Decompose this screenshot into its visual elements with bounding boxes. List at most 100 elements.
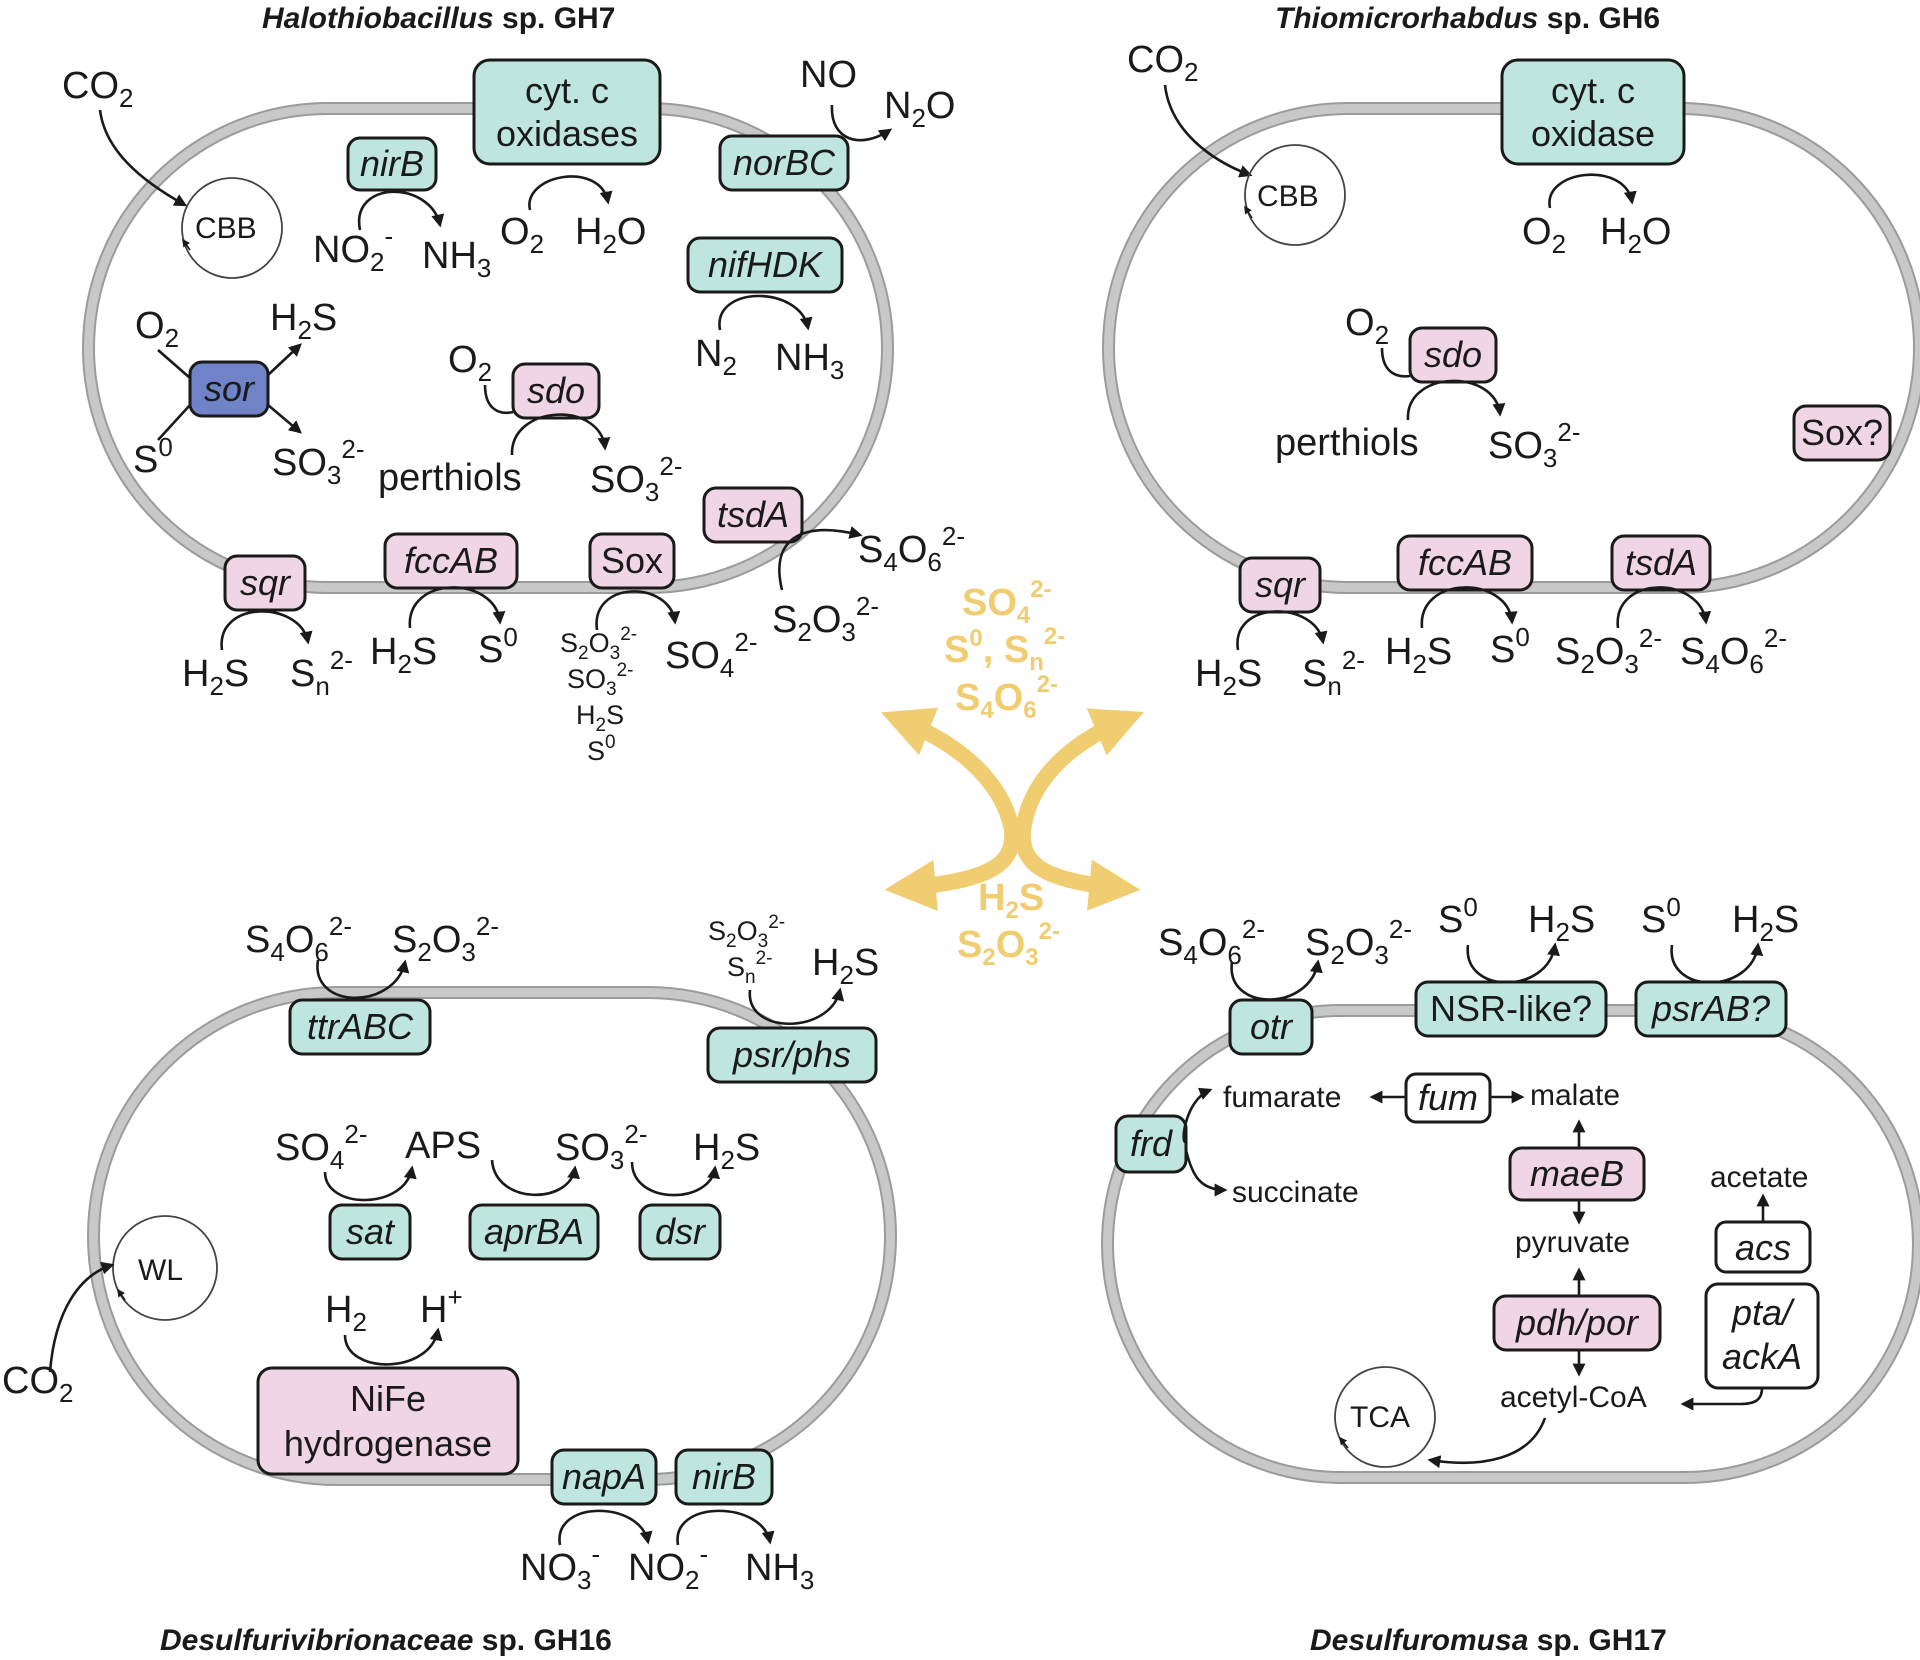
gh6-fccAB-box <box>1396 534 1534 592</box>
gh16-aps: APS <box>405 1125 481 1167</box>
gh7-nirB-label: nirB <box>360 143 424 184</box>
gh16-sat-box <box>328 1203 412 1261</box>
gh16-psrphs-label: psr/phs <box>732 1034 851 1075</box>
gh6-tsda-s2o3: S2O32- <box>1555 623 1662 679</box>
gh7-tsdA-label: tsdA <box>717 494 789 535</box>
panel-gh7: CO2 CBB cyt. c oxidases O2 H2O nirB NO2-… <box>62 54 965 766</box>
cell-gh6 <box>1102 102 1920 594</box>
gh16-napA-box <box>550 1448 658 1506</box>
gh17-pdhpor-box <box>1492 1294 1662 1352</box>
gh17-acs-label: acs <box>1735 1227 1791 1268</box>
center-s0-sn: S0, Sn2- <box>944 623 1065 676</box>
gh6-co2: CO2 <box>1127 39 1198 87</box>
gh16-psrphs-box <box>706 1026 878 1084</box>
gh16-nh3: NH3 <box>745 1547 814 1595</box>
gh7-cyt-line1: cyt. c <box>525 70 609 111</box>
gh7-tsda-s2o3: S2O32- <box>772 591 879 647</box>
gh7-tsdA-box <box>702 486 804 544</box>
gh7-no2: NO2- <box>313 221 393 277</box>
gh6-cyt-line2: oxidase <box>1531 113 1655 154</box>
gh16-so3: SO32- <box>555 1119 648 1175</box>
gh16-so4: SO42- <box>275 1119 368 1175</box>
gh7-sox-label: Sox <box>601 540 663 581</box>
gh16-aprBA-label: aprBA <box>484 1211 584 1252</box>
gh17-tca-label: TCA <box>1350 1401 1410 1434</box>
gh6-fccAB-label: fccAB <box>1418 542 1512 583</box>
gh17-fum-box <box>1404 1072 1492 1124</box>
gh7-cyt-c-oxidases-box <box>472 58 662 166</box>
gh7-n2o: N2O <box>884 85 955 133</box>
gh6-cbb-label: CBB <box>1257 180 1319 213</box>
gh16-h2: H2 <box>325 1289 367 1337</box>
gh7-cyt-line2: oxidases <box>496 113 638 154</box>
gh17-malate: malate <box>1530 1079 1620 1112</box>
gh7-sox-so4: SO42- <box>665 627 758 683</box>
gh6-perthiols: perthiols <box>1275 422 1419 464</box>
gh7-o2: O2 <box>500 211 544 259</box>
gh16-dsr-box <box>638 1203 722 1261</box>
panel-gh16: S4O62- S2O32- ttrABC S2O32- Sn2- H2S psr… <box>2 911 879 1595</box>
gh16-ttr-s4o6: S4O62- <box>245 911 352 967</box>
center-exchange: SO42- S0, Sn2- S4O62- H2S S2O32- <box>880 576 1144 971</box>
gh17-frd-box <box>1114 1114 1188 1174</box>
gh6-cyt-line1: cyt. c <box>1551 70 1635 111</box>
gh16-hplus: H+ <box>420 1282 463 1331</box>
gh16-nirB-label: nirB <box>692 1456 756 1497</box>
gh16-nirB-box <box>674 1448 774 1506</box>
gh7-sor-so3: SO32- <box>272 434 365 490</box>
gh7-sor-h2s: H2S <box>270 297 337 345</box>
gh6-sox-box <box>1792 404 1892 462</box>
gh6-h2o: H2O <box>1600 211 1671 259</box>
gh16-psr-h2s: H2S <box>812 942 879 990</box>
gh16-co2: CO2 <box>2 1360 73 1408</box>
gh7-cbb-cycle-icon <box>181 177 283 279</box>
gh17-maeB-box <box>1508 1146 1646 1202</box>
gh17-fum-label: fum <box>1418 1077 1478 1118</box>
gh7-cbb-label: CBB <box>195 212 257 245</box>
gh7-sdo-so3: SO32- <box>590 451 683 507</box>
title-gh16: Desulfurivibrionaceae sp. GH16 <box>160 1624 612 1657</box>
gh7-fccAB-label: fccAB <box>404 540 498 581</box>
gh6-sqr-sn: Sn2- <box>1302 645 1365 701</box>
gh17-acetylcoa: acetyl-CoA <box>1500 1381 1647 1414</box>
gh7-nirB-box <box>346 136 438 192</box>
gh17-succinate: succinate <box>1232 1176 1359 1209</box>
gh7-sor-box <box>188 360 270 418</box>
gh16-wl-label: WL <box>138 1254 183 1287</box>
gh7-sdo-label: sdo <box>527 370 585 411</box>
gh6-cyt-c-oxidase-box <box>1500 58 1686 166</box>
gh7-no: NO <box>800 54 857 96</box>
gh16-nife-line2: hydrogenase <box>284 1423 492 1464</box>
gh7-nh3: NH3 <box>422 235 491 283</box>
gh16-psr-sn: Sn2- <box>727 948 773 988</box>
gh7-sor-label: sor <box>204 368 256 409</box>
gh7-sox-s0: S0 <box>587 732 616 766</box>
title-gh7: Halothiobacillus sp. GH7 <box>262 2 615 35</box>
panel-gh17: S4O62- S2O32- otr S0 H2S NSR-like? S0 H2… <box>1114 892 1820 1469</box>
gh17-pdhpor-label: pdh/por <box>1515 1302 1640 1343</box>
gh7-sdo-box <box>511 362 601 420</box>
gh7-sox-so3: SO32- <box>567 660 634 700</box>
gh16-h2s: H2S <box>693 1127 760 1175</box>
gh16-aprBA-box <box>468 1203 600 1261</box>
gh7-sqr-label: sqr <box>240 562 292 603</box>
gh6-tsda-s4o6: S4O62- <box>1680 623 1787 679</box>
gh7-sor-o2: O2 <box>135 305 179 353</box>
gh6-fcc-s0: S0 <box>1490 622 1530 671</box>
gh17-maeB-label: maeB <box>1530 1153 1624 1194</box>
gh16-nife-line1: NiFe <box>350 1378 426 1419</box>
title-gh17: Desulfuromusa sp. GH17 <box>1310 1624 1667 1657</box>
gh7-sqr-h2s: H2S <box>182 653 249 701</box>
gh7-sor-s0: S0 <box>133 432 173 481</box>
gh7-sox-h2s: H2S <box>576 700 624 736</box>
gh6-sdo-label: sdo <box>1424 334 1482 375</box>
gh7-sqr-sn: Sn2- <box>290 645 353 701</box>
center-h2s: H2S <box>978 877 1044 924</box>
gh16-no3: NO3- <box>520 1539 600 1595</box>
gh16-no2: NO2- <box>628 1539 708 1595</box>
gh16-nife-box <box>256 1366 520 1476</box>
gh17-nsr-box <box>1414 980 1608 1038</box>
gh7-sdo-o2: O2 <box>448 339 492 387</box>
gh17-psrAB-box <box>1634 980 1788 1038</box>
